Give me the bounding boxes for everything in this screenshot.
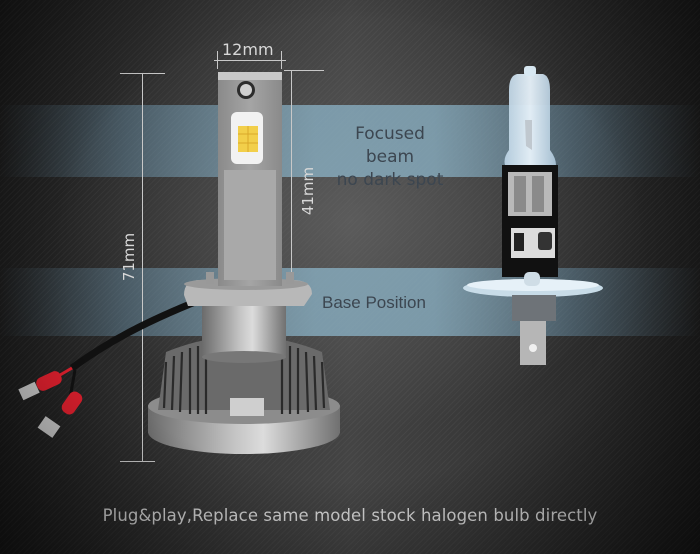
caption: Plug&play,Replace same model stock halog… bbox=[102, 506, 598, 525]
focused-beam-line-2: no dark spot bbox=[336, 170, 444, 190]
base-position-label: Base Position bbox=[322, 293, 426, 312]
focused-beam-line-1: Focused beam bbox=[355, 124, 425, 167]
focused-beam-label: Focused beam no dark spot bbox=[330, 123, 450, 192]
